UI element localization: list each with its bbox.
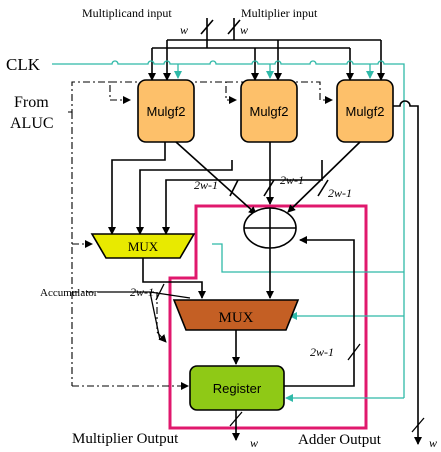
topmux-to-mux-line bbox=[142, 258, 206, 299]
adder-path-highlight-box bbox=[168, 204, 368, 430]
clk-label: CLK bbox=[6, 55, 41, 74]
feedback-width-label: 2w-1 bbox=[310, 345, 334, 359]
aluc-label: ALUC bbox=[10, 115, 54, 132]
feedback-slash bbox=[347, 343, 361, 361]
bus-width-label-2: 2w-1 bbox=[280, 173, 304, 187]
accumulator-line-2 bbox=[149, 291, 161, 341]
multiplier-input-label: Multiplier input bbox=[241, 6, 318, 20]
mulgf2-block-1: Mulgf2 bbox=[137, 79, 195, 143]
multiplier-output-label: Multiplier Output bbox=[72, 431, 179, 447]
multiplier-width-label: w bbox=[240, 23, 248, 37]
adder-output-width-label: w bbox=[429, 436, 437, 450]
accumulator-width-label: 2w-1 bbox=[130, 285, 154, 299]
svg-text:Register: Register bbox=[213, 381, 262, 396]
adder-output-label: Adder Output bbox=[298, 432, 382, 448]
mult-output-width-label: w bbox=[250, 436, 258, 450]
accumulator-label: Accumulator bbox=[40, 287, 98, 299]
multiplicand-width-label: w bbox=[180, 23, 188, 37]
adder-out-slash bbox=[411, 417, 425, 433]
clk-lines bbox=[52, 60, 405, 402]
bus-width-label-3: 2w-1 bbox=[328, 186, 352, 200]
acc-slash bbox=[155, 283, 165, 301]
bus-width-label-1: 2w-1 bbox=[194, 178, 218, 192]
svg-text:MUX: MUX bbox=[218, 310, 253, 326]
mulgf2-output-lines bbox=[108, 100, 419, 428]
register-feedback-line bbox=[284, 236, 355, 387]
mulgf2-block-2: Mulgf2 bbox=[240, 79, 298, 143]
multiplicand-input-label: Multiplicand input bbox=[82, 6, 172, 20]
mux-top: MUX bbox=[90, 233, 196, 259]
input-buses bbox=[148, 18, 385, 81]
mux-main: MUX bbox=[172, 299, 300, 331]
svg-text:Mulgf2: Mulgf2 bbox=[146, 104, 185, 119]
svg-text:Mulgf2: Mulgf2 bbox=[345, 104, 384, 119]
from-label: From bbox=[14, 94, 49, 111]
register-block: Register bbox=[189, 365, 285, 411]
mult-out-slash bbox=[229, 411, 243, 427]
svg-text:MUX: MUX bbox=[128, 239, 159, 254]
svg-text:Mulgf2: Mulgf2 bbox=[249, 104, 288, 119]
mulgf2-block-3: Mulgf2 bbox=[336, 79, 394, 143]
adder-circle bbox=[243, 207, 297, 249]
